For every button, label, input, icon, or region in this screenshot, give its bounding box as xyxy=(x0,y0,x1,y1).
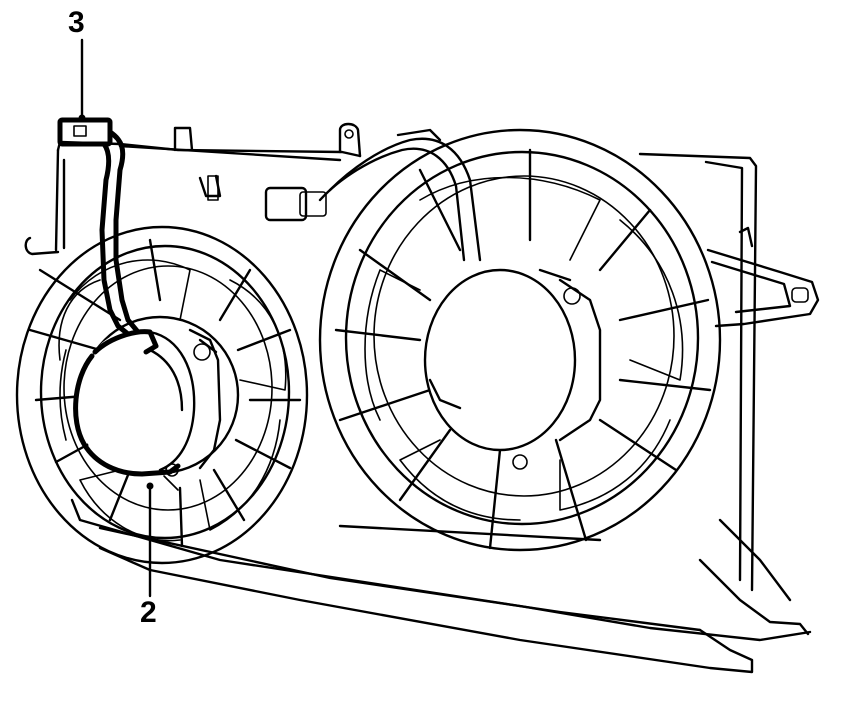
right-fan xyxy=(318,128,722,552)
fan-motor xyxy=(73,329,196,491)
harness-connector xyxy=(57,117,141,337)
wiring-harness xyxy=(198,137,482,262)
leader-dot-3 xyxy=(78,114,86,122)
callout-leaders xyxy=(78,38,154,598)
leader-dot-2 xyxy=(146,482,154,490)
fan-shroud xyxy=(24,122,820,674)
callout-label-2: 2 xyxy=(140,596,157,629)
callout-label-3: 3 xyxy=(68,6,85,39)
